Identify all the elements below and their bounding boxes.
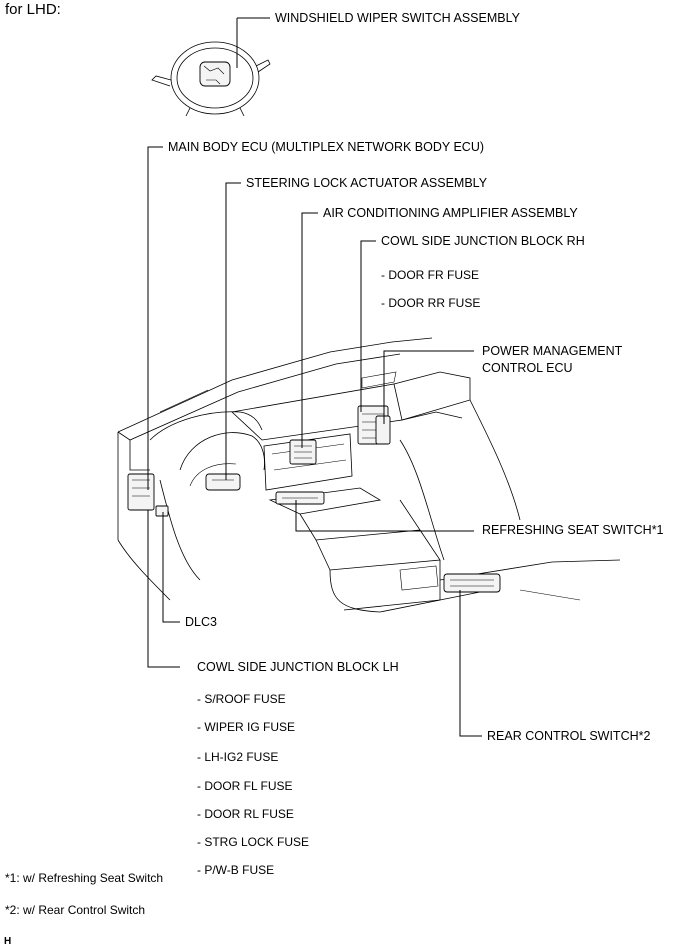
label-main-body-ecu: MAIN BODY ECU (MULTIPLEX NETWORK BODY EC… — [168, 140, 485, 154]
label-ac-amplifier: AIR CONDITIONING AMPLIFIER ASSEMBLY — [323, 206, 578, 220]
instrument-panel-drawing — [117, 337, 621, 613]
label-steering-lock: STEERING LOCK ACTUATOR ASSEMBLY — [246, 176, 488, 190]
dlc3-part — [155, 505, 169, 517]
jb-rh-fuse-1: - DOOR FR FUSE — [381, 268, 479, 282]
label-junction-block-lh: COWL SIDE JUNCTION BLOCK LH — [197, 660, 399, 674]
label-wiper-switch: WINDSHIELD WIPER SWITCH ASSEMBLY — [275, 11, 520, 25]
jb-lh-fuse-2: - WIPER IG FUSE — [197, 720, 296, 734]
label-dlc3: DLC3 — [185, 615, 217, 629]
jb-lh-fuse-1: - S/ROOF FUSE — [197, 692, 286, 706]
footnote-2: *2: w/ Rear Control Switch — [5, 903, 146, 917]
jb-lh-fuse-6: - STRG LOCK FUSE — [197, 835, 310, 849]
power-mgmt-ecu-part — [375, 415, 391, 445]
jb-lh-fuse-4: - DOOR FL FUSE — [197, 779, 293, 793]
steering-lock-part — [205, 473, 241, 491]
label-junction-block-rh: COWL SIDE JUNCTION BLOCK RH — [381, 234, 585, 248]
steering-wheel-drawing — [151, 41, 271, 117]
jb-lh-fuse-3: - LH-IG2 FUSE — [197, 750, 279, 764]
jb-lh-fuse-5: - DOOR RL FUSE — [197, 807, 294, 821]
illustration-code: H — [4, 936, 12, 947]
refreshing-seat-switch-part — [275, 491, 325, 505]
page-title: for LHD: — [5, 1, 61, 18]
label-refreshing-seat-switch: REFRESHING SEAT SWITCH*1 — [482, 523, 664, 537]
main-body-ecu-part — [127, 473, 155, 511]
leader-lines — [147, 17, 482, 737]
footnote-1: *1: w/ Refreshing Seat Switch — [5, 871, 164, 885]
jb-lh-fuse-7: - P/W-B FUSE — [197, 863, 275, 877]
rear-control-switch-part — [443, 573, 501, 593]
label-power-mgmt-1: POWER MANAGEMENT — [482, 344, 623, 358]
jb-rh-fuse-2: - DOOR RR FUSE — [381, 296, 481, 310]
label-rear-control-switch: REAR CONTROL SWITCH*2 — [487, 729, 651, 743]
label-power-mgmt-2: CONTROL ECU — [482, 361, 573, 375]
ac-amplifier-part — [289, 439, 317, 465]
